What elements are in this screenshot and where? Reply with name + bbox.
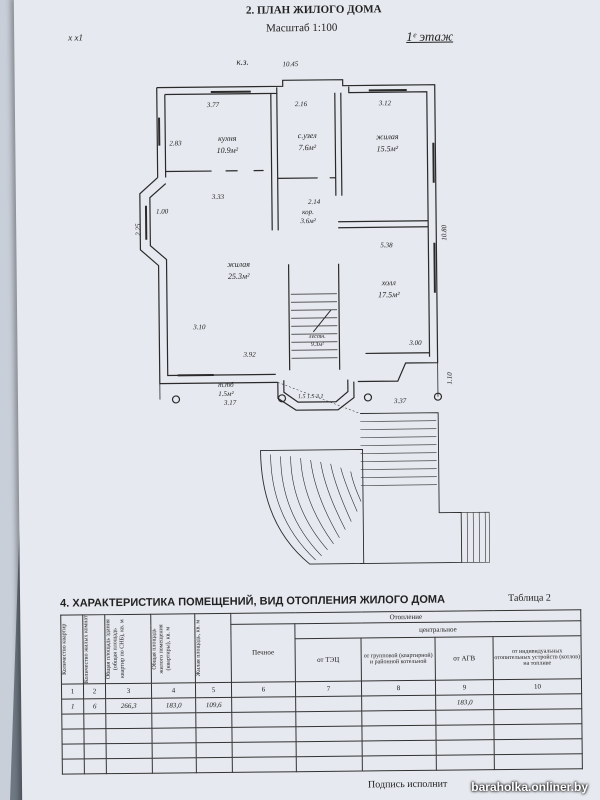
table-tag: Таблица 2 bbox=[508, 592, 551, 604]
side-note: к.з. bbox=[236, 57, 248, 67]
header-individual: от индивидуальных отопительных устройств… bbox=[492, 635, 582, 680]
room-bedroom-area: 15.5м² bbox=[377, 144, 399, 153]
room-corridor-name: кор. bbox=[302, 208, 314, 216]
room-corridor-area: 3.6м² bbox=[299, 217, 316, 225]
signature-label: Подпись исполнит bbox=[367, 778, 448, 791]
room-bath-area: 7.6м² bbox=[299, 143, 317, 152]
room-kitchen-name: кухня bbox=[218, 134, 237, 143]
colnum-1: 1 bbox=[61, 683, 84, 699]
room-bedroom-name: жилая bbox=[376, 132, 399, 141]
dim-kitchen-depth: 2.83 bbox=[169, 139, 182, 147]
colnum-2: 2 bbox=[83, 683, 106, 699]
room-kitchen-area: 10.9м² bbox=[217, 146, 239, 155]
room-vestibule-name: т.тб bbox=[218, 381, 234, 389]
dim-lower-left: 3.10 bbox=[192, 323, 206, 331]
dim-right-side: 10.80 bbox=[440, 224, 448, 240]
room-hall-name: холл bbox=[381, 278, 397, 287]
dim-vestibule-width: 3.17 bbox=[223, 399, 237, 407]
colnum-7: 7 bbox=[295, 680, 362, 697]
dim-top-overall: 10.45 bbox=[282, 60, 298, 68]
colnum-4: 4 bbox=[151, 682, 196, 698]
header-dwelling-area: Общая площадь жилого помещения (квартиры… bbox=[151, 623, 172, 674]
colnum-3: 3 bbox=[105, 682, 152, 699]
room-characteristics-table: Количество квартир Количество жилых комн… bbox=[60, 609, 583, 774]
header-total-area: Общая площадь здания (общая площадь квар… bbox=[105, 619, 126, 679]
cell-dwelling-area: 183,0 bbox=[151, 697, 196, 713]
room-living-area: 25.3м² bbox=[228, 272, 250, 281]
dim-hall-mid: 5.38 bbox=[380, 241, 393, 249]
room-stair-area: 9.3м² bbox=[311, 342, 324, 348]
cell-living-area: 109,6 bbox=[195, 697, 232, 713]
header-apartments: Количество квартир bbox=[61, 623, 68, 676]
cell-agv: 183,0 bbox=[435, 694, 494, 710]
header-tec: от ТЭЦ bbox=[294, 637, 362, 682]
dim-bay-width: 1.00 bbox=[156, 208, 169, 216]
dim-corridor-width: 2.14 bbox=[308, 198, 321, 206]
room-stair-name: лестн. bbox=[308, 334, 326, 340]
cell-individual bbox=[493, 693, 582, 710]
dim-porch: 1.5 1.5 3.1 bbox=[298, 394, 324, 400]
cell-tec bbox=[295, 695, 362, 712]
dim-bedroom-width: 3.12 bbox=[378, 99, 392, 107]
dim-living-depth: 3.33 bbox=[211, 193, 225, 201]
colnum-6: 6 bbox=[231, 681, 296, 698]
colnum-5: 5 bbox=[195, 682, 232, 698]
dim-lower-right: 3.00 bbox=[408, 339, 422, 347]
document-sheet: 2. ПЛАН ЖИЛОГО ДОМА Масштаб 1:100 1ᵉ эта… bbox=[13, 0, 600, 800]
header-living-area: Жилая площадь, кв. м bbox=[195, 619, 202, 677]
dim-bay-depth: 2.25 bbox=[134, 223, 142, 236]
dim-lower-mid: 3.92 bbox=[242, 351, 256, 359]
watermark: baraholka.onliner.by bbox=[471, 780, 588, 794]
dim-bath-width: 2.16 bbox=[295, 100, 308, 108]
colnum-10: 10 bbox=[493, 678, 582, 695]
colnum-9: 9 bbox=[435, 679, 494, 695]
header-agv: от АГВ bbox=[434, 636, 494, 680]
cell-apartments: 1 bbox=[61, 698, 84, 714]
cell-group bbox=[361, 694, 436, 711]
dim-terrace-right: 3.37 bbox=[393, 397, 407, 405]
cell-total-area: 266,3 bbox=[105, 697, 152, 714]
colnum-8: 8 bbox=[361, 679, 436, 696]
floor-plan-drawing: 10.45 3.77 2.16 3.12 2.83 3.33 1.00 2.25… bbox=[134, 57, 491, 565]
header-group-boiler: от групповой (квартирной) и районной кот… bbox=[360, 637, 436, 681]
room-vestibule-area: 1.5м² bbox=[218, 390, 234, 398]
room-living-name: жилая bbox=[227, 260, 250, 269]
cell-rooms: 6 bbox=[83, 698, 106, 714]
dim-kitchen-width: 3.77 bbox=[206, 101, 220, 109]
room-bath-name: с.узел bbox=[298, 131, 318, 140]
cell-stove bbox=[231, 696, 296, 713]
dim-terrace-depth: 1.10 bbox=[446, 372, 454, 385]
header-rooms: Количество жилых комнат bbox=[83, 615, 90, 684]
header-stove: Печное bbox=[230, 623, 296, 683]
room-hall-area: 17.5м² bbox=[378, 290, 400, 299]
